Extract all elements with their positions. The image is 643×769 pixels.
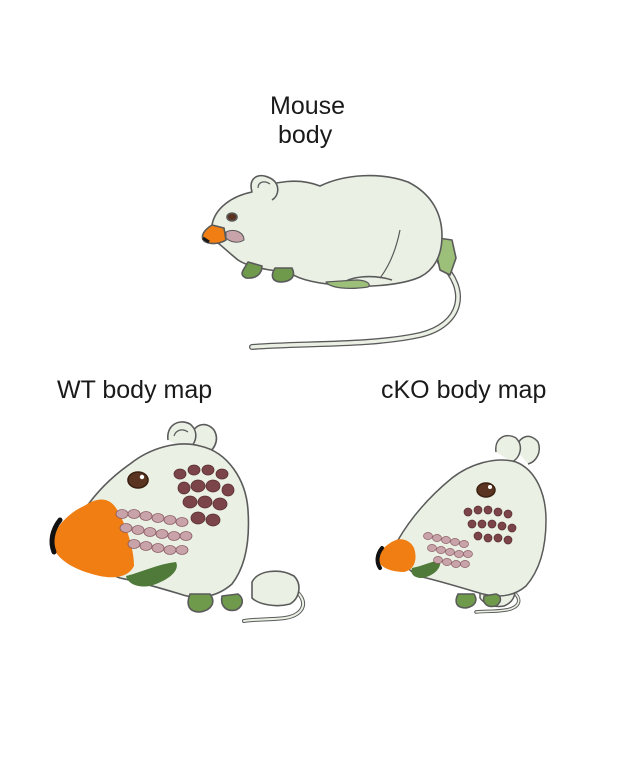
mouse-hind-paw (326, 280, 369, 288)
mouse-front-paw-2 (272, 268, 293, 282)
wt-front-paw-2 (222, 594, 243, 610)
mouse-illustration (202, 176, 458, 347)
cko-eye (477, 483, 495, 497)
cko-front-paw (456, 594, 476, 608)
wt-body-map (52, 422, 303, 621)
wt-eye (128, 472, 148, 488)
mouse-eye (227, 213, 237, 221)
cko-snout (378, 539, 416, 572)
wt-front-paw (188, 594, 213, 612)
cko-front-paw-2 (484, 594, 501, 607)
cko-body-map (378, 436, 546, 612)
cko-ear-front (496, 436, 521, 462)
